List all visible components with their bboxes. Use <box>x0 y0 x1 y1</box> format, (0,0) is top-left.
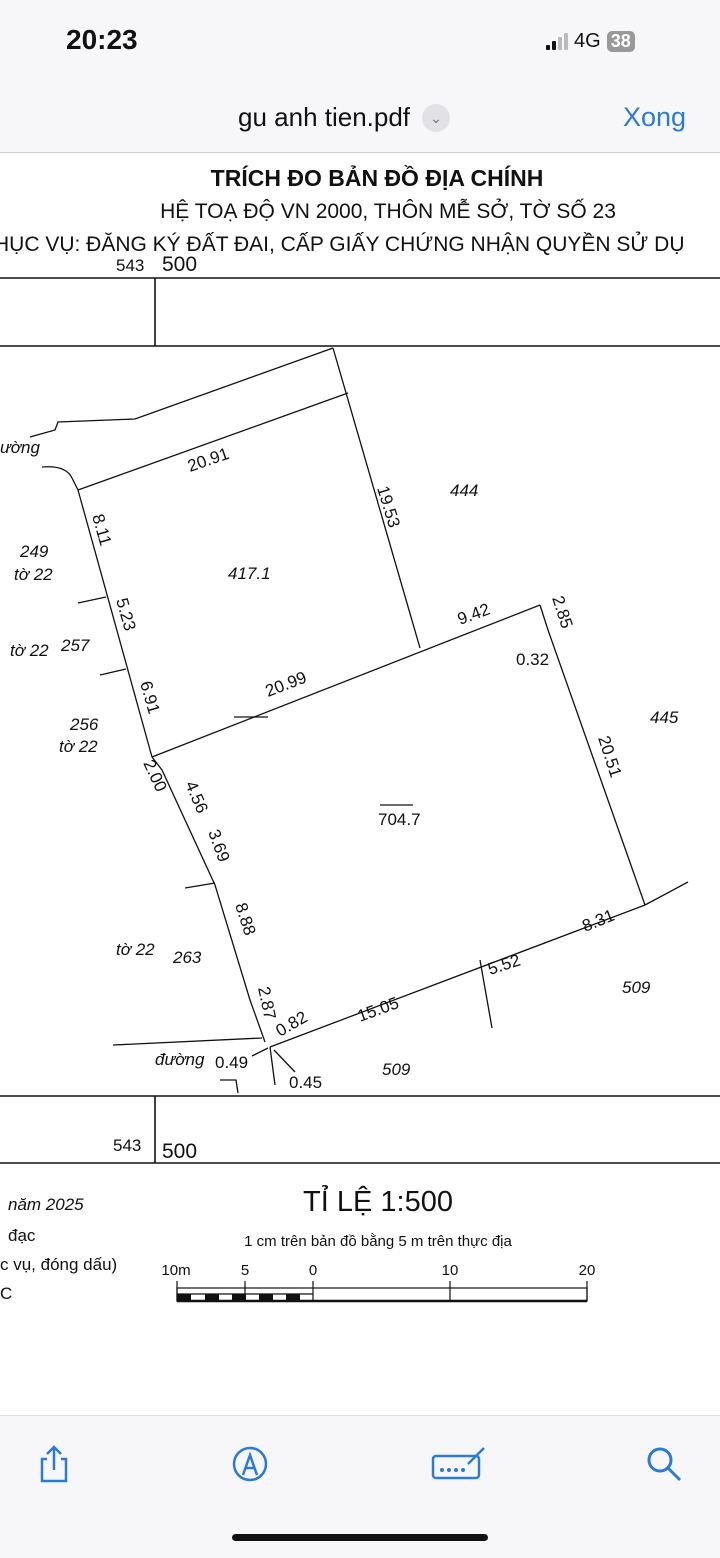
edge-length: 5.52 <box>485 951 522 979</box>
signal-icon <box>546 32 568 50</box>
footer-date: năm 2025 <box>8 1195 84 1214</box>
parcel-509: 509 <box>622 978 651 997</box>
frame-label: 500 <box>162 253 197 276</box>
scale-tick-label: 0 <box>309 1262 317 1279</box>
arrow-049 <box>251 1047 269 1057</box>
tick <box>99 668 127 676</box>
sheet-label: tờ 22 <box>116 940 155 959</box>
edge-length: 2.85 <box>548 593 576 630</box>
tick <box>77 596 107 604</box>
parcel-edge <box>269 904 646 1048</box>
edge-length: 8.31 <box>579 906 617 936</box>
scale-tick-label: 10m <box>161 1262 190 1279</box>
sheet-label: tờ 22 <box>14 565 53 584</box>
search-icon[interactable] <box>644 1444 684 1484</box>
status-bar: 20:23 4G 38 <box>0 0 720 80</box>
area-label: 417.1 <box>228 564 271 583</box>
edge-length: 3.69 <box>204 827 233 865</box>
parcel-444: 444 <box>450 481 478 500</box>
parcel-445: 445 <box>650 708 679 727</box>
frame-label: 543 <box>113 1136 141 1155</box>
parcel-256: 256 <box>69 715 99 734</box>
parcel-edge <box>151 756 266 1043</box>
battery-icon: 38 <box>606 31 635 52</box>
road-label: ường <box>0 438 41 457</box>
status-indicators: 4G 38 <box>546 30 635 53</box>
parcel-edge <box>77 489 153 758</box>
parcel-509: 509 <box>382 1060 411 1079</box>
edge-length: 8.88 <box>231 900 259 937</box>
parcel-edge <box>644 881 689 906</box>
scale-tick-label: 20 <box>579 1262 596 1279</box>
parcel-263: 263 <box>172 948 202 967</box>
edge-length: 9.42 <box>455 600 493 629</box>
road-boundary <box>29 347 334 438</box>
footer-text: C <box>0 1284 12 1303</box>
scale-tick-label: 10 <box>442 1262 459 1279</box>
edge-length: 19.53 <box>373 484 404 530</box>
area-label: 704.7 <box>378 810 421 829</box>
edge-length: 0.32 <box>516 650 549 669</box>
frame-label: 500 <box>162 1140 197 1163</box>
road-label: đường <box>155 1050 205 1069</box>
scale-tick-label: 5 <box>241 1262 249 1279</box>
parcel-edge <box>332 347 421 649</box>
cadastral-map: 543 500 543 500 417.1 704.7 ường 444 445… <box>0 253 720 1303</box>
network-type: 4G <box>574 30 601 52</box>
markup-icon[interactable] <box>230 1444 270 1484</box>
document-subtitle: HỆ TOẠ ĐỘ VN 2000, THÔN MỄ SỞ, TỜ SỐ 23 <box>160 200 616 223</box>
home-indicator[interactable] <box>232 1534 488 1541</box>
frame-label: 543 <box>116 256 144 275</box>
footer-text: đạc <box>8 1226 36 1245</box>
edge-length: 4.56 <box>181 778 211 816</box>
file-title-menu[interactable]: gu anh tien.pdf ⌄ <box>238 102 451 133</box>
scale-note: 1 cm trên bản đồ bằng 5 m trên thực địa <box>244 1233 512 1250</box>
document-title: TRÍCH ĐO BẢN ĐỒ ĐỊA CHÍNH <box>210 165 544 191</box>
nav-bar: gu anh tien.pdf ⌄ Xong <box>0 80 720 153</box>
parcel-249: 249 <box>19 542 49 561</box>
scale-bar <box>176 1281 588 1303</box>
edge-length: 6.91 <box>136 679 163 716</box>
clock: 20:23 <box>66 24 138 55</box>
edge-length: 2.00 <box>139 757 170 795</box>
road-boundary <box>41 466 79 491</box>
tick <box>479 959 493 1029</box>
edge-length: 2.87 <box>254 985 279 1021</box>
signature-icon[interactable] <box>430 1444 486 1484</box>
parcel-257: 257 <box>60 636 90 655</box>
done-button[interactable]: Xong <box>622 102 686 132</box>
corner-mark <box>220 1079 239 1094</box>
parcel-edge <box>151 604 541 758</box>
parcel-edge <box>77 392 349 491</box>
parcel-edge <box>539 604 646 906</box>
footer-text: c vụ, đóng dấu) <box>0 1255 117 1274</box>
edge-length: 0.49 <box>215 1053 248 1072</box>
road-boundary <box>269 1046 276 1086</box>
scale-title: TỈ LỆ 1:500 <box>303 1184 453 1218</box>
sheet-label: tờ 22 <box>10 641 49 660</box>
edge-length: 15.05 <box>355 993 401 1025</box>
sheet-label: tờ 22 <box>59 737 98 756</box>
share-icon[interactable] <box>34 1444 74 1484</box>
document-purpose: HỤC VỤ: ĐĂNG KÝ ĐẤT ĐAI, CẤP GIẤY CHỨNG … <box>0 233 685 256</box>
pdf-page[interactable]: TRÍCH ĐO BẢN ĐỒ ĐỊA CHÍNH HỆ TOẠ ĐỘ VN 2… <box>0 153 720 1415</box>
arrow-045 <box>273 1049 296 1073</box>
edge-length: 0.45 <box>289 1073 322 1092</box>
tick <box>184 882 216 889</box>
edge-length: 20.99 <box>263 668 310 701</box>
chevron-down-icon[interactable]: ⌄ <box>422 103 451 132</box>
road-boundary <box>112 1037 263 1046</box>
file-title: gu anh tien.pdf <box>238 102 411 132</box>
